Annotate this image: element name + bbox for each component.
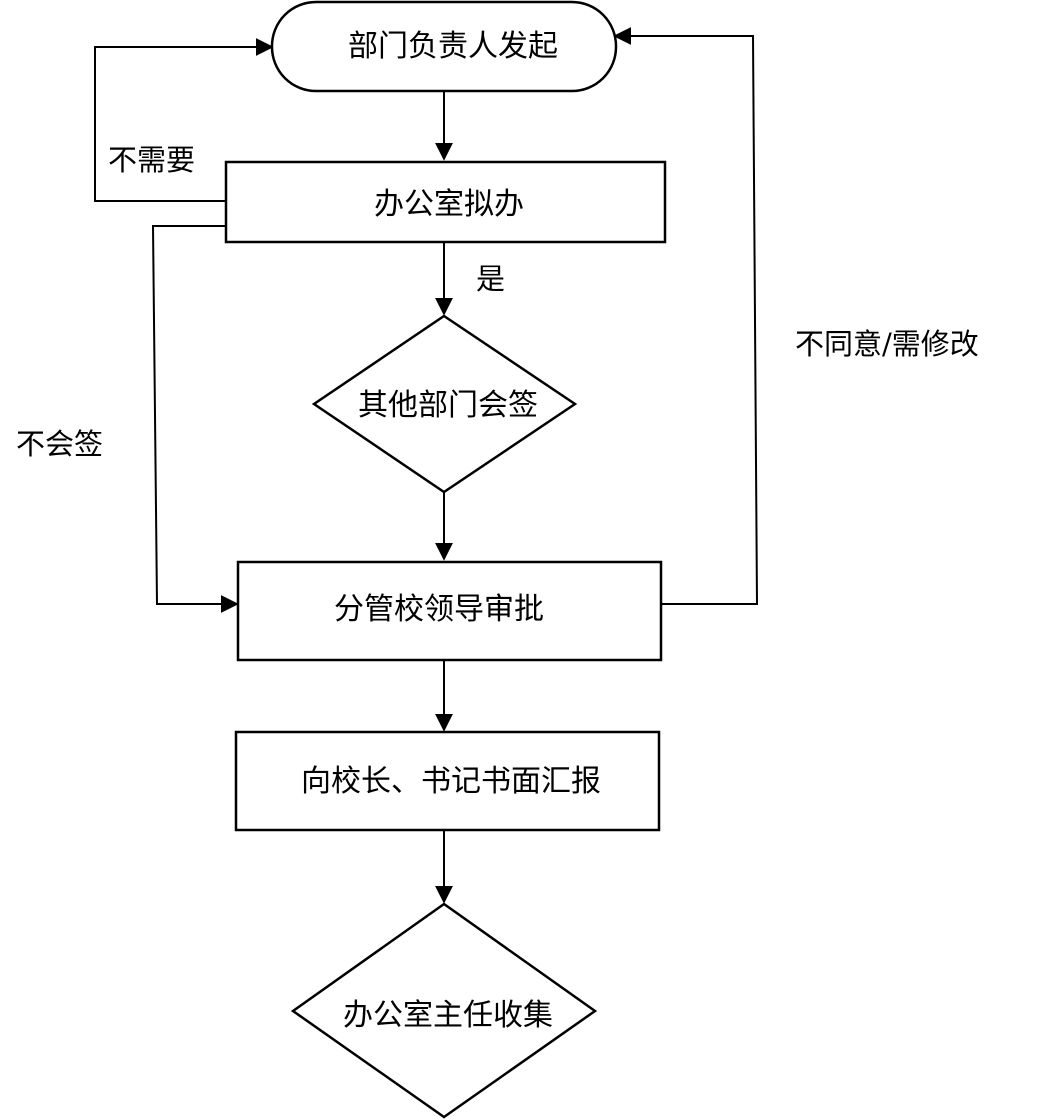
label-not-needed: 不需要: [108, 143, 195, 177]
node-countersign: 其他部门会签: [311, 314, 578, 494]
collect-label: 办公室主任收集: [343, 998, 553, 1033]
label-disagree: 不同意/需修改: [795, 327, 979, 361]
node-start: 部门负责人发起: [270, 0, 618, 93]
edge-disagree-loop: [613, 27, 759, 605]
leader-approve-label: 分管校领导审批: [334, 592, 544, 627]
report-box: [234, 730, 661, 832]
node-office-draft: 办公室拟办: [224, 160, 667, 244]
report-label: 向校长、书记书面汇报: [301, 764, 601, 799]
countersign-label: 其他部门会签: [358, 388, 538, 423]
edge-labels: 不需要 是 不会签 不同意/需修改: [16, 143, 979, 461]
leader-approve-box: [236, 560, 663, 662]
start-label: 部门负责人发起: [348, 29, 558, 64]
countersign-decision-shape: [311, 314, 578, 494]
label-yes: 是: [476, 262, 505, 296]
collect-decision-shape: [290, 902, 598, 1119]
connectors: [94, 27, 759, 904]
node-collect: 办公室主任收集: [290, 902, 598, 1119]
office-draft-box: [224, 160, 667, 244]
office-draft-label: 办公室拟办: [374, 187, 524, 222]
node-report: 向校长、书记书面汇报: [234, 730, 661, 832]
label-no-countersign: 不会签: [16, 427, 103, 461]
edge-no-countersign-bypass: [151, 225, 239, 613]
node-leader-approve: 分管校领导审批: [236, 560, 663, 662]
start-terminal-shape: [270, 0, 618, 93]
edge-not-needed-loop: [94, 38, 274, 202]
